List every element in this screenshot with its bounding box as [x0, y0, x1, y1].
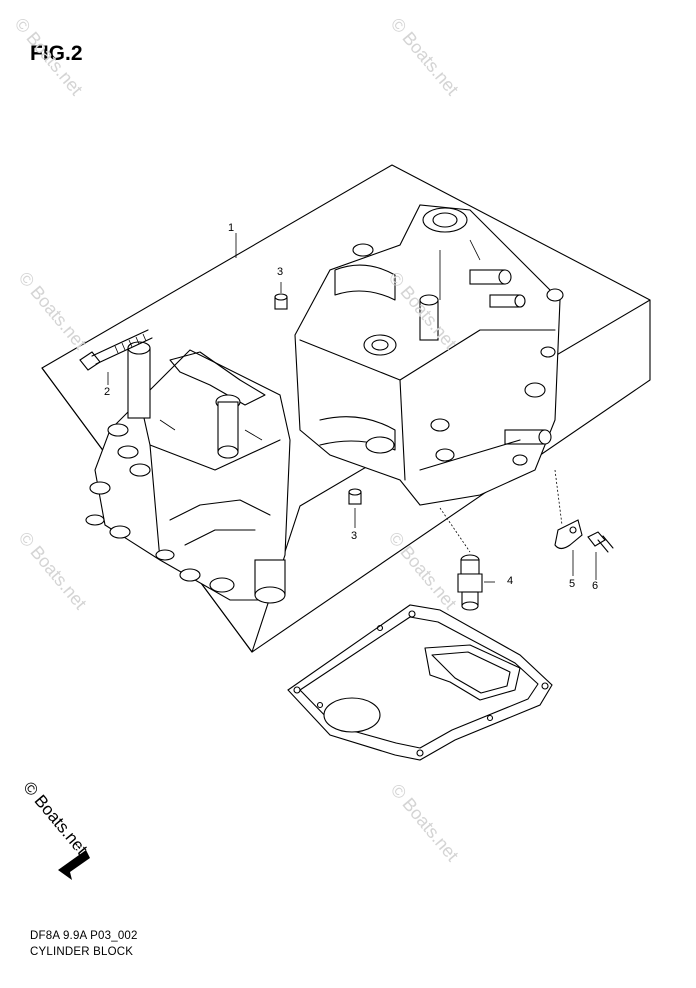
callout-2: 2: [104, 386, 111, 398]
callout-6: 6: [592, 580, 599, 592]
clip-part-5: [554, 519, 583, 550]
leader-lines: [107, 233, 597, 583]
cylinder-block-drawing: [294, 204, 564, 506]
callout-5: 5: [569, 578, 576, 590]
drawing-name: CYLINDER BLOCK: [30, 946, 134, 958]
screw-part-6: [587, 531, 614, 553]
callout-3-upper: 3: [277, 266, 284, 278]
dowel-pin-lower: [348, 488, 362, 505]
callout-1: 1: [228, 222, 235, 234]
drawing-code: DF8A 9.9A P03_002: [30, 930, 138, 942]
bolt-part-2: [79, 329, 153, 371]
crankcase-half-drawing: [85, 341, 291, 604]
figure-title: FIG.2: [30, 42, 83, 65]
fitting-part-4: [457, 554, 483, 611]
callout-3-lower: 3: [351, 530, 358, 542]
fwd-arrow-icon: [58, 850, 90, 880]
callout-4: 4: [507, 575, 514, 587]
dowel-pin-upper: [274, 293, 288, 310]
gasket-drawing: [287, 604, 553, 761]
